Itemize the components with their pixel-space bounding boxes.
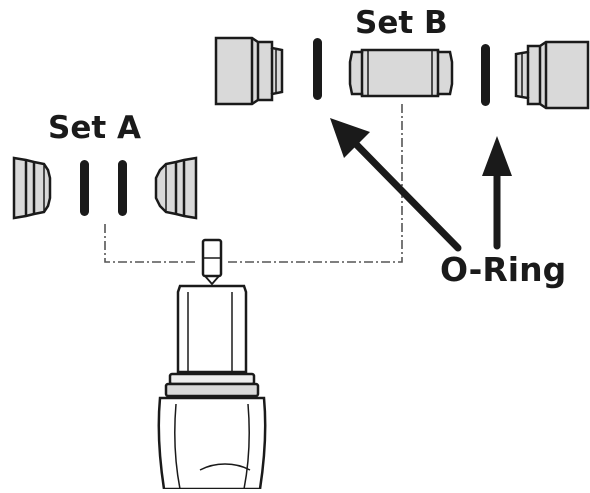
set-b-oring-1 bbox=[313, 38, 322, 100]
set-a-label: Set A bbox=[48, 110, 141, 146]
set-a-oring-1 bbox=[80, 160, 89, 216]
set-a-oring-2 bbox=[118, 160, 127, 216]
set-b-spacer bbox=[348, 48, 454, 98]
connector-set-b bbox=[226, 104, 403, 263]
o-ring-label: O-Ring bbox=[440, 250, 567, 289]
set-a-right-cup bbox=[154, 156, 198, 220]
arrow-to-oring bbox=[482, 136, 512, 250]
arrow-to-spacer bbox=[330, 118, 462, 252]
connector-set-a bbox=[104, 224, 198, 263]
tool-body bbox=[157, 238, 267, 491]
set-a-left-cup bbox=[12, 156, 52, 220]
set-b-right-cup bbox=[514, 40, 590, 110]
set-b-oring-2 bbox=[481, 44, 490, 106]
set-b-left-cup bbox=[214, 36, 284, 106]
set-b-label: Set B bbox=[355, 5, 448, 41]
connector-lines bbox=[104, 104, 403, 263]
